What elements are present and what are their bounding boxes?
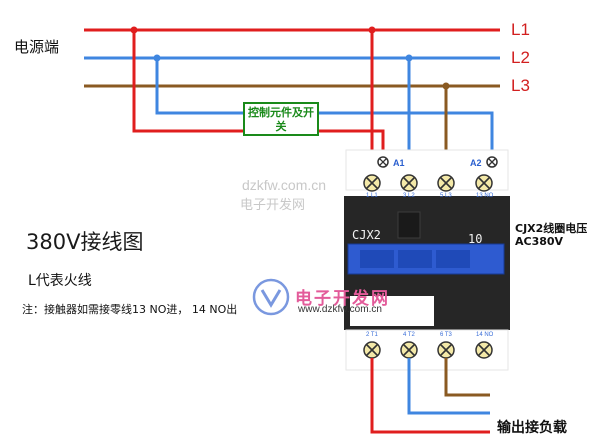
watermark-logo-text: 电子开发网 bbox=[295, 289, 390, 309]
output-wire-red bbox=[370, 358, 490, 434]
bottom-terminal-label-6: 6 T3 bbox=[440, 332, 452, 338]
diagram-title: 380V接线图 bbox=[26, 230, 144, 254]
coil-terminal-a1: A1 bbox=[393, 158, 405, 168]
contactor-model: CJX2 bbox=[352, 228, 381, 242]
contactor-inner-frame bbox=[397, 211, 421, 239]
diagram-subtitle: L代表火线 bbox=[28, 273, 92, 289]
contactor-white-label bbox=[350, 296, 434, 326]
control-element-label: 控制元件及开关 bbox=[248, 106, 314, 133]
line-label-l2: L2 bbox=[511, 48, 530, 67]
watermark-logo-url: www.dzkfw.com.cn bbox=[298, 304, 382, 315]
watermark-url: dzkfw.com.cn bbox=[242, 177, 327, 193]
terminal-a1-cross-2 bbox=[379, 158, 387, 166]
coil-wire-blue bbox=[155, 58, 244, 115]
top-terminal-label-3: 3 L2 bbox=[403, 193, 415, 199]
top-terminal-label-13: 13 NO bbox=[476, 193, 494, 199]
top-terminal-13 bbox=[475, 174, 493, 192]
watermark-site-name: 电子开发网 bbox=[240, 197, 306, 212]
bottom-terminal-6 bbox=[437, 341, 455, 359]
bottom-terminal-2 bbox=[363, 341, 381, 359]
top-terminal-3 bbox=[400, 174, 418, 192]
top-terminal-5 bbox=[437, 174, 455, 192]
power-source-label: 电源端 bbox=[14, 38, 60, 56]
bottom-terminal-14 bbox=[475, 341, 493, 359]
top-terminal-label-5: 5 L3 bbox=[440, 193, 452, 199]
contactor-blue-slot-2 bbox=[398, 250, 432, 268]
bottom-terminal-4 bbox=[400, 341, 418, 359]
bottom-terminal-label-2: 2 T1 bbox=[366, 332, 378, 338]
terminal-a2-cross-2 bbox=[488, 158, 496, 166]
contactor-blue-slot-3 bbox=[436, 250, 470, 268]
output-wire-blue bbox=[407, 358, 490, 415]
coil-wire-red bbox=[132, 30, 385, 157]
top-terminal-1 bbox=[363, 174, 381, 192]
bottom-terminal-label-14: 14 NO bbox=[476, 332, 494, 338]
top-terminal-label-1: 1 L1 bbox=[366, 193, 378, 199]
coil-terminal-a2: A2 bbox=[470, 158, 482, 168]
coil-wire-blue-out bbox=[318, 111, 494, 157]
load-output-label: 输出接负载 bbox=[497, 420, 567, 436]
coil-voltage-label: CJX2线圈电压 bbox=[515, 222, 588, 235]
coil-voltage-value: AC380V bbox=[515, 235, 564, 248]
contactor-number: 10 bbox=[468, 232, 483, 246]
line-label-l1: L1 bbox=[511, 20, 530, 39]
contactor-blue-slot-1 bbox=[360, 250, 394, 268]
control-element-box bbox=[243, 102, 319, 136]
bottom-terminal-label-4: 4 T2 bbox=[403, 332, 415, 338]
diagram-note: 注：接触器如需接零线13 NO进， 14 NO出 bbox=[22, 303, 238, 316]
line-label-l3: L3 bbox=[511, 76, 530, 95]
watermark-logo bbox=[252, 278, 290, 316]
output-wire-brown bbox=[444, 358, 490, 397]
